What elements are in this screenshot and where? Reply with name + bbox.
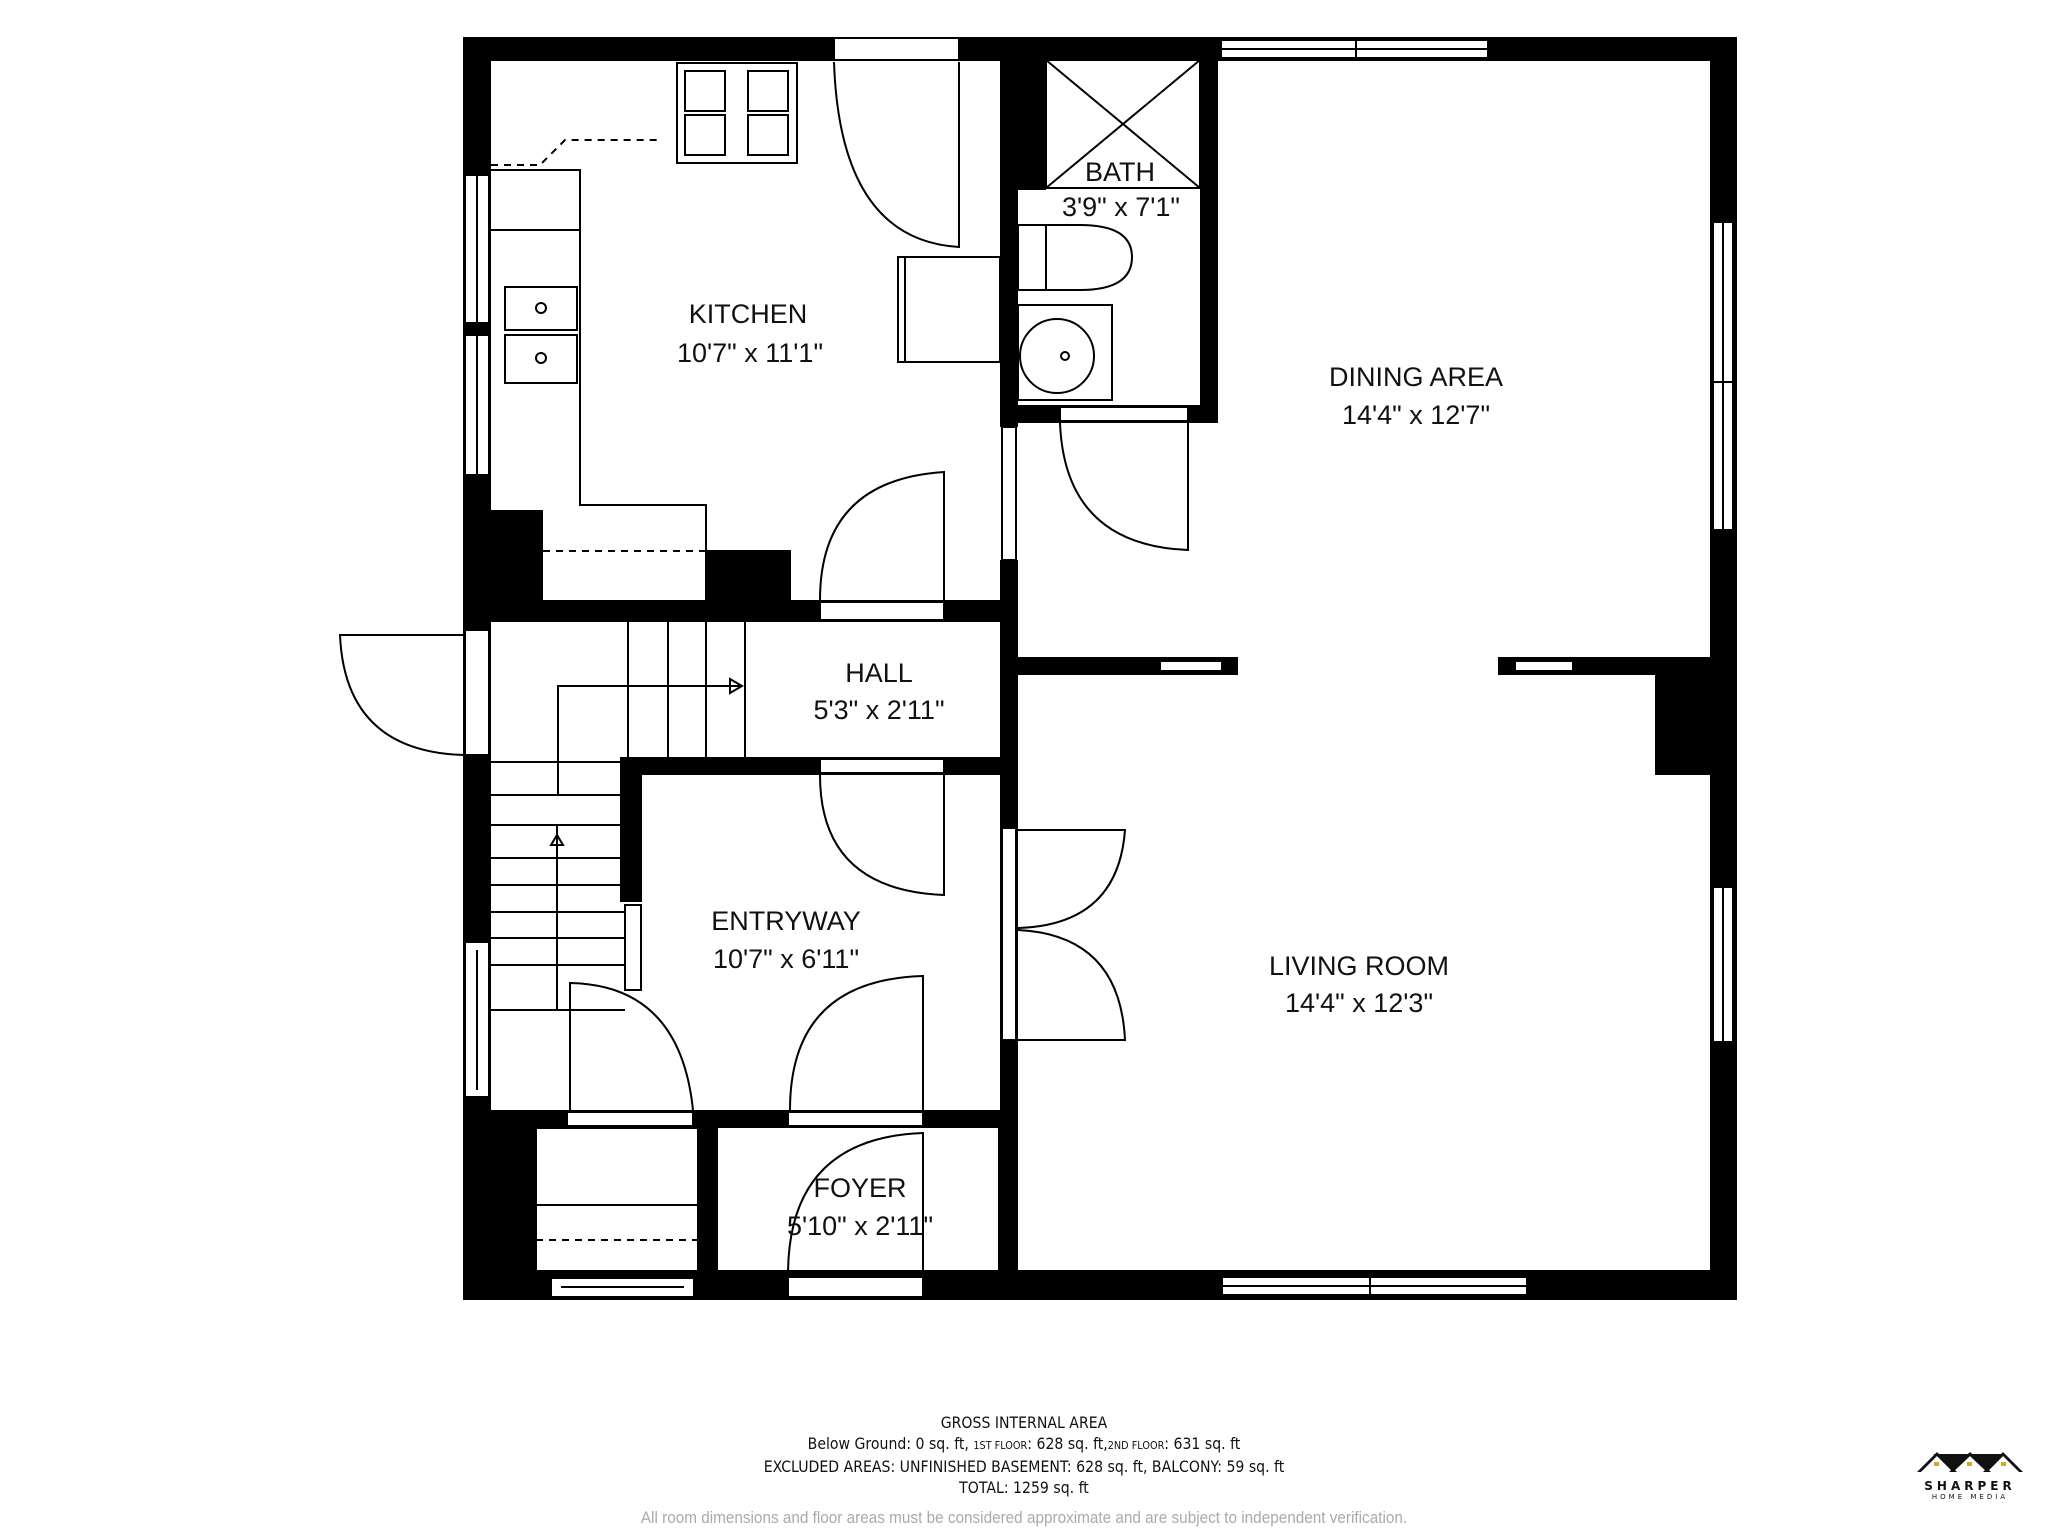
kitchen-dims: 10'7" x 11'1" (677, 338, 823, 368)
fridge-icon (897, 256, 1001, 363)
door-swing (1017, 929, 1127, 1041)
second-floor-label: 2ND FLOOR (1107, 1439, 1165, 1452)
door-swing (819, 470, 945, 601)
hall-dims: 5'3" x 2'11" (813, 695, 944, 725)
hall-name: HALL (845, 658, 913, 688)
door-swing (1059, 422, 1189, 552)
stove-icon (676, 62, 798, 164)
logo-brand: SHARPER (1924, 1479, 2016, 1493)
foyer-name: FOYER (813, 1173, 906, 1203)
entryway-dims: 10'7" x 6'11" (713, 944, 859, 974)
area-summary: GROSS INTERNAL AREA Below Ground: 0 sq. … (0, 1412, 2048, 1498)
room-labels: KITCHEN 10'7" x 11'1" BATH 3'9" x 7'1" D… (677, 157, 1503, 1241)
excluded-areas: EXCLUDED AREAS: UNFINISHED BASEMENT: 628… (763, 1457, 1285, 1476)
logo-sub: HOME MEDIA (1931, 1493, 2009, 1501)
fixtures (338, 59, 1201, 1279)
roof-logo-icon (1917, 1452, 2023, 1472)
bath-sink-icon (1017, 304, 1113, 401)
bath-dims: 3'9" x 7'1" (1062, 192, 1180, 222)
first-floor-label: 1ST FLOOR (973, 1439, 1028, 1452)
shower-icon (1045, 59, 1201, 189)
door-swing (338, 634, 466, 756)
first-floor-value: : 628 sq. ft, (1027, 1434, 1108, 1453)
door-swing (819, 774, 945, 897)
sink-icon (504, 286, 578, 331)
door-swing (787, 1131, 924, 1276)
dining-dims: 14'4" x 12'7" (1342, 400, 1490, 430)
below-ground: Below Ground: 0 sq. ft, (807, 1434, 969, 1453)
living-dims: 14'4" x 12'3" (1285, 988, 1433, 1018)
total-area: TOTAL: 1259 sq. ft (959, 1478, 1089, 1497)
living-name: LIVING ROOM (1269, 951, 1449, 981)
dining-name: DINING AREA (1329, 362, 1503, 392)
toilet-icon (1017, 224, 1134, 291)
entryway-name: ENTRYWAY (711, 906, 861, 936)
foyer-dims: 5'10" x 2'11" (787, 1211, 933, 1241)
floor-areas: Below Ground: 0 sq. ft, 1ST FLOOR: 628 s… (123, 1433, 1925, 1456)
disclaimer: All room dimensions and floor areas must… (640, 1508, 1408, 1527)
openings (464, 37, 1734, 1298)
area-title: GROSS INTERNAL AREA (940, 1413, 1108, 1432)
door-swing (789, 974, 924, 1111)
bath-name: BATH (1085, 157, 1155, 187)
kitchen-name: KITCHEN (689, 299, 808, 329)
door-swing (833, 61, 960, 249)
second-floor-value: : 631 sq. ft (1164, 1434, 1241, 1453)
door-swing (569, 981, 694, 1111)
door-swing (1017, 829, 1127, 929)
sharper-home-media-logo: SHARPER HOME MEDIA (1910, 1446, 2030, 1506)
